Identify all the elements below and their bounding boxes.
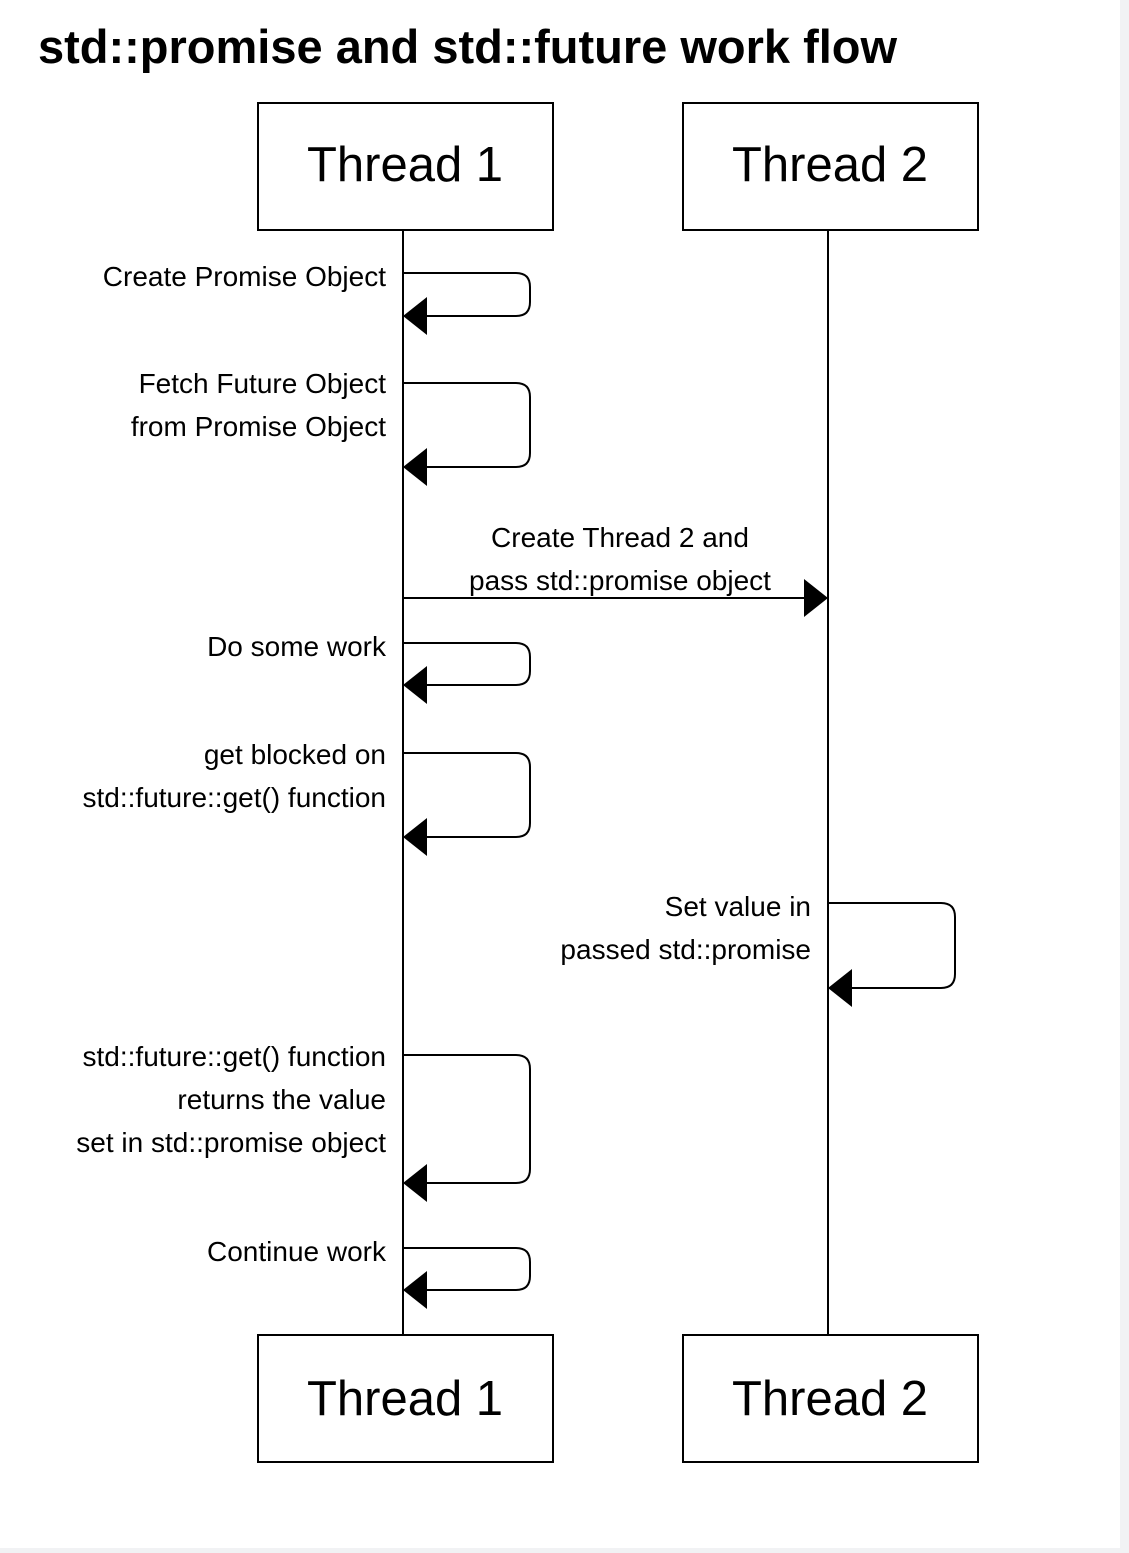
self-message-arrow [403, 1247, 531, 1291]
self-message-arrow [828, 902, 956, 989]
participant-box [682, 102, 979, 231]
participant-label: Thread 2 [732, 138, 928, 192]
diagram-title: std::promise and std::future work flow [38, 20, 898, 73]
message-label: get blocked on [204, 739, 386, 770]
participant-thread-1-top: Thread 1 [257, 102, 554, 231]
message-label: set in std::promise object [76, 1127, 386, 1158]
arrowhead [403, 1164, 427, 1202]
self-message-arrow [403, 642, 531, 686]
arrowhead [403, 818, 427, 856]
arrowhead [403, 1271, 427, 1309]
message-label: Continue work [207, 1236, 387, 1267]
arrowhead [403, 297, 427, 335]
message-2: Fetch Future Object from Promise Object [131, 368, 531, 486]
message-label: Create Promise Object [103, 261, 386, 292]
self-message-arrow [403, 382, 531, 468]
self-message-arrow [403, 752, 531, 838]
message-4: Do some work [207, 631, 531, 704]
participant-thread-2-top: Thread 2 [682, 102, 979, 231]
arrowhead [403, 666, 427, 704]
participant-box [682, 1334, 979, 1463]
message-label: Set value in [665, 891, 811, 922]
arrowhead [828, 969, 852, 1007]
participant-label: Thread 1 [307, 1372, 503, 1426]
participant-label: Thread 2 [732, 1372, 928, 1426]
message-label: pass std::promise object [469, 565, 771, 596]
self-message-arrow [403, 1054, 531, 1184]
message-label: passed std::promise [560, 934, 811, 965]
message-label: std::future::get() function [83, 1041, 387, 1072]
self-message-arrow [403, 272, 531, 317]
participant-thread-1-bottom: Thread 1 [257, 1334, 554, 1463]
participant-box [257, 102, 554, 231]
message-label: returns the value [177, 1084, 386, 1115]
participant-thread-2-bottom: Thread 2 [682, 1334, 979, 1463]
message-label: std::future::get() function [83, 782, 387, 813]
message-label: Create Thread 2 and [491, 522, 749, 553]
message-1: Create Promise Object [103, 261, 531, 335]
message-label: Fetch Future Object [139, 368, 387, 399]
message-label: from Promise Object [131, 411, 386, 442]
message-label: Do some work [207, 631, 387, 662]
message-8: Continue work [207, 1236, 531, 1309]
participant-label: Thread 1 [307, 138, 503, 192]
participant-box [257, 1334, 554, 1463]
arrowhead [804, 579, 828, 617]
arrowhead [403, 448, 427, 486]
